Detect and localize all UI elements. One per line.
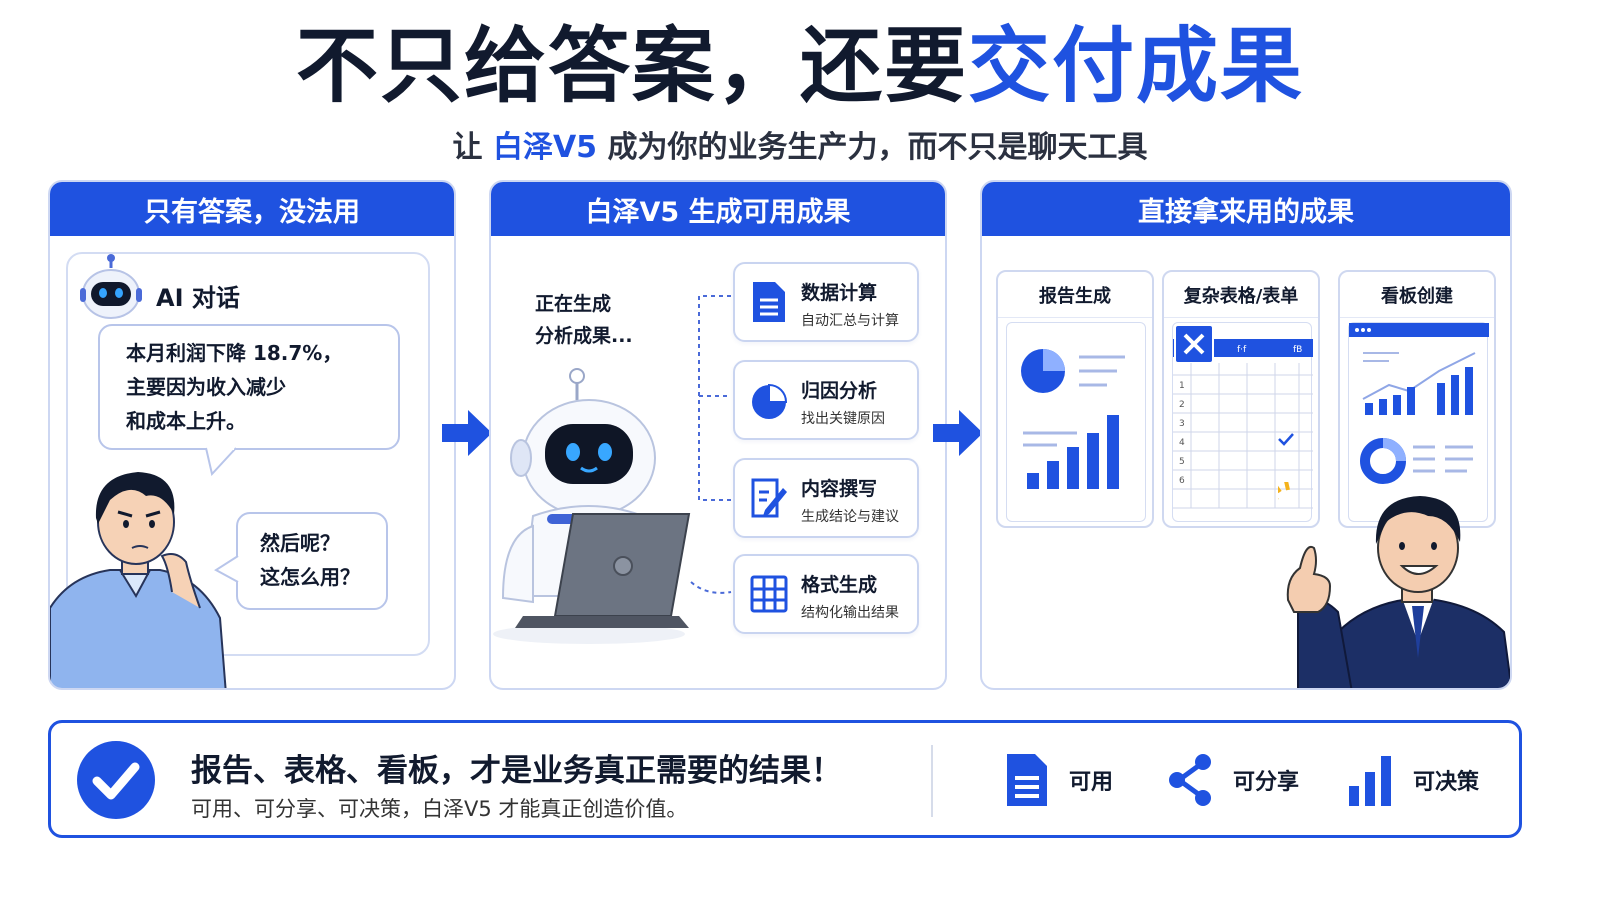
user-question-bubble: 然后呢？ 这怎么用？ [236,512,388,610]
bubble-tail [205,446,237,476]
ai-chat-label: AI 对话 [156,284,240,312]
status-line: 正在生成 [535,293,612,315]
output-title: 复杂表格/表单 [1164,272,1318,318]
panel-title: 白泽V5 生成可用成果 [491,182,945,236]
robot-head-icon [80,254,142,319]
task-name: 归因分析 [801,380,878,402]
flow-arrow-icon [442,410,492,456]
subtitle-prefix: 让 [452,130,483,165]
spreadsheet-icon: f·f fB 1 2 3 4 5 6 [1173,324,1313,509]
share-icon [1169,754,1211,806]
panel-generate-results: 白泽V5 生成可用成果 正在生成 分析成果... 数据计算 自动汇总与计算 归因… [489,180,947,690]
sheet-row-number: 3 [1179,419,1185,429]
confused-person-illustration [50,472,227,688]
speech-tail-icon [214,555,239,583]
output-dashboard: 看板创建 [1338,270,1496,528]
task-desc: 生成结论与建议 [801,509,899,525]
panel-title: 直接拿来用的成果 [982,182,1510,236]
task-card-data-calc: 数据计算 自动汇总与计算 [733,262,919,342]
task-name: 格式生成 [801,574,878,596]
document-icon [753,282,785,322]
output-spreadsheet: 复杂表格/表单 f·f fB 1 2 3 4 5 6 [1162,270,1320,528]
divider [931,745,933,817]
feature-shareable: 可分享 [1165,749,1299,811]
check-circle-icon [77,741,155,819]
page-subtitle: 让 白泽V5 成为你的业务生产力，而不只是聊天工具 [0,122,1600,166]
feature-usable: 可用 [1001,749,1113,811]
summary-bar: 报告、表格、看板，才是业务真正需要的结果！ 可用、可分享、可决策，白泽V5 才能… [48,720,1522,838]
panel-ready-results: 直接拿来用的成果 报告生成 复杂表格/表单 f·f [980,180,1512,690]
ai-answer-line: 和成本上升。 [126,409,246,433]
output-title: 看板创建 [1340,272,1494,318]
task-desc: 结构化输出结果 [801,605,899,621]
sheet-row-number: 1 [1179,381,1185,391]
ai-answer-bubble: 本月利润下降 18.7%， 主要因为收入减少 和成本上升。 [98,324,400,450]
output-report: 报告生成 [996,270,1154,528]
dashboard-icon [1349,323,1489,484]
bar-chart-icon [1349,756,1391,806]
edit-document-icon [751,478,787,518]
subtitle-brand: 白泽V5 [492,130,598,165]
pie-chart-icon [752,383,788,419]
task-card-writing: 内容撰写 生成结论与建议 [733,458,919,538]
panel-title: 只有答案，没法用 [50,182,454,236]
connector-lines [690,295,732,594]
panel-answers-only: 只有答案，没法用 AI 对话 本月利润下降 18.7%， 主要因为收入减少 和成… [48,180,456,690]
user-question-line: 这怎么用？ [260,565,360,589]
task-name: 内容撰写 [801,478,878,500]
sheet-header-cell: fB [1293,345,1302,355]
page-title: 不只给答案，还要交付成果 [0,19,1600,114]
user-question-line: 然后呢？ [260,531,340,555]
sheet-row-number: 4 [1179,438,1185,448]
sheet-row-number: 2 [1179,400,1185,410]
spreadsheet-preview: f·f fB 1 2 3 4 5 6 [1172,322,1313,522]
report-chart-icon [1021,349,1125,489]
ai-answer-line: 主要因为收入减少 [126,375,286,399]
task-card-format: 格式生成 结构化输出结果 [733,554,919,634]
flow-arrow-icon [933,410,983,456]
title-main: 不只给答案，还要 [295,19,968,114]
subtitle-rest: 成为你的业务生产力，而不只是聊天工具 [607,130,1148,165]
feature-label: 可用 [1069,770,1114,795]
task-desc: 找出关键原因 [801,411,885,427]
sheet-header-cell: f·f [1237,345,1247,355]
title-highlight: 交付成果 [968,19,1305,114]
grid-table-icon [750,575,788,613]
thumbs-up-person-illustration [1278,482,1510,688]
task-desc: 自动汇总与计算 [801,313,899,329]
robot-laptop-illustration [493,368,691,644]
ai-answer-line: 本月利润下降 18.7%， [126,341,343,365]
feature-decision: 可决策 [1345,749,1479,811]
document-icon [1007,754,1047,806]
task-card-attribution: 归因分析 找出关键原因 [733,360,919,440]
status-line: 分析成果... [535,325,633,347]
summary-headline: 报告、表格、看板，才是业务真正需要的结果！ [191,753,842,789]
task-name: 数据计算 [801,282,878,304]
generating-status: 正在生成 分析成果... [535,288,633,352]
feature-label: 可分享 [1233,770,1300,795]
summary-subtext: 可用、可分享、可决策，白泽V5 才能真正创造价值。 [191,797,688,821]
output-title: 报告生成 [998,272,1152,318]
report-preview [1006,322,1146,522]
feature-label: 可决策 [1413,770,1480,795]
sheet-row-number: 6 [1179,476,1185,486]
dashboard-preview [1348,322,1489,522]
sheet-row-number: 5 [1179,457,1185,467]
